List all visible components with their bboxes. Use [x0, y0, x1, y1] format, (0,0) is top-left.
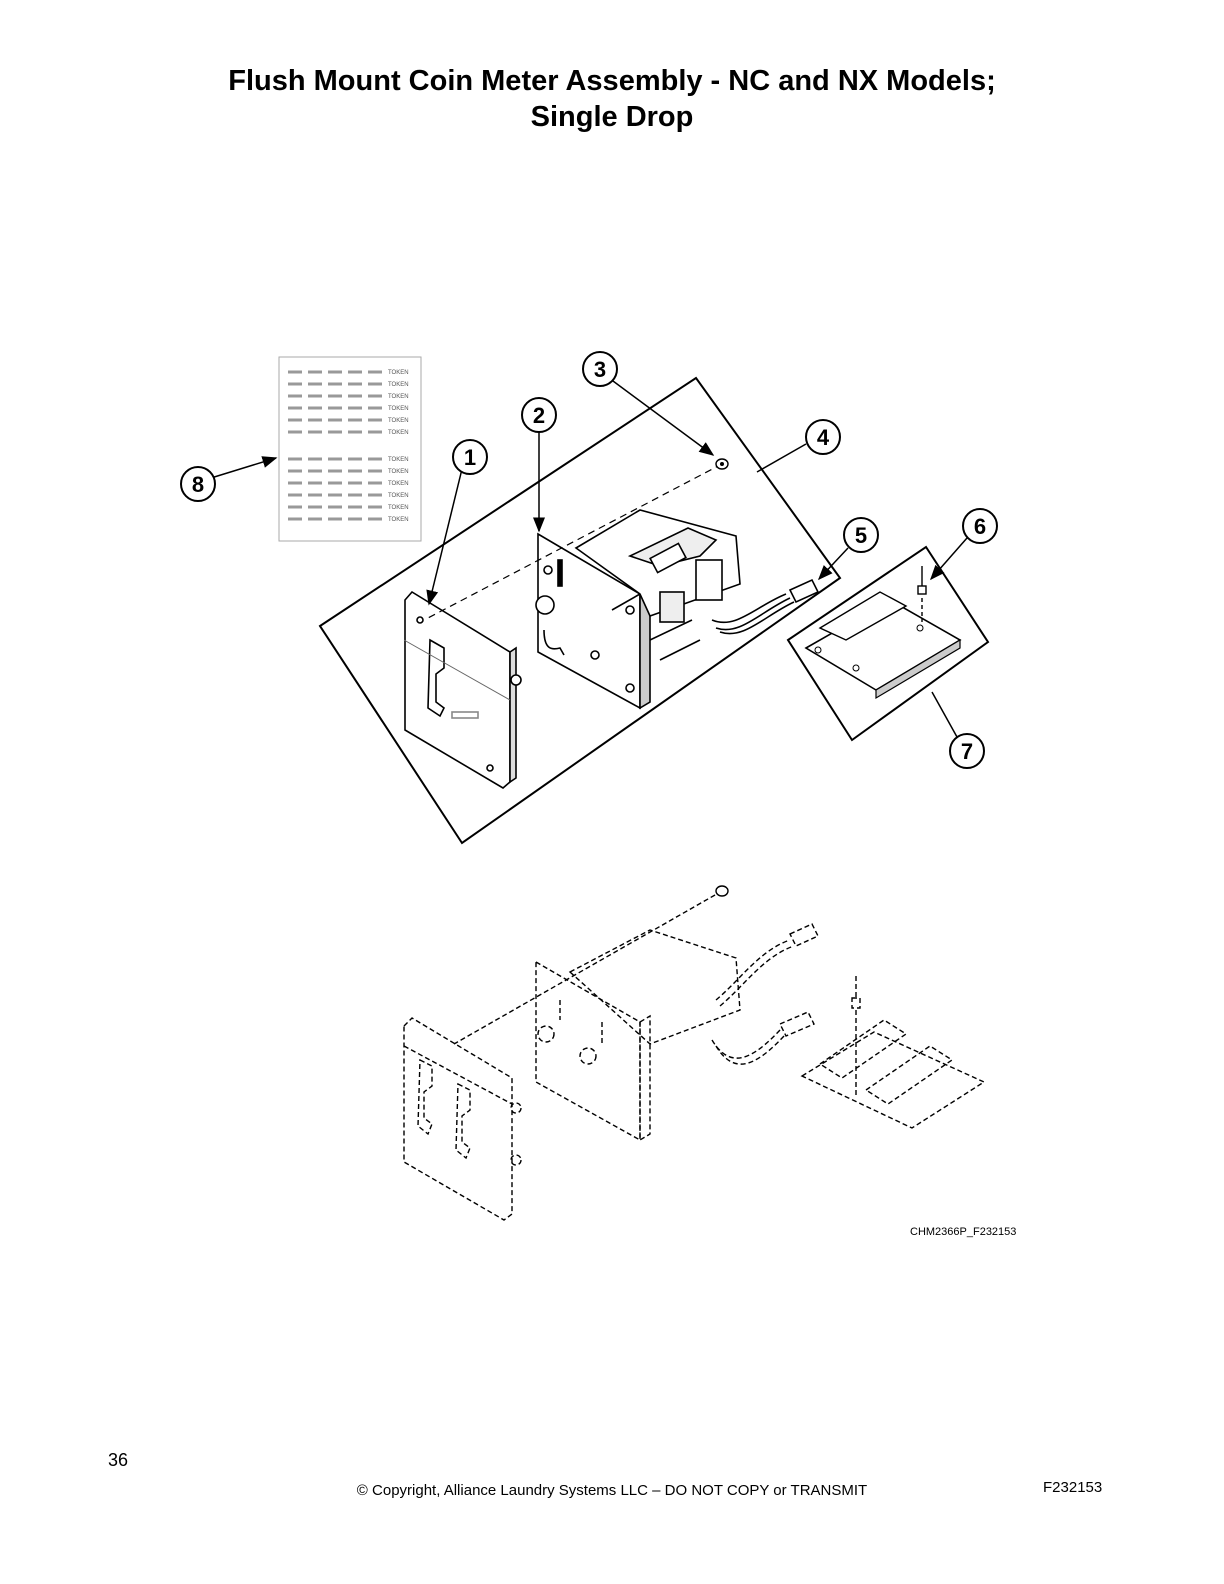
token-label: TOKEN	[388, 517, 409, 523]
token-label: TOKEN	[388, 394, 409, 400]
label-sheet: TOKEN TOKEN TOKEN TOKEN TOKEN TOKEN TOKEN TOKEN…	[278, 356, 422, 542]
callout-5: 5	[843, 517, 879, 553]
washer-alternate	[715, 885, 729, 897]
token-label: TOKEN	[388, 430, 409, 436]
callout-5-label: 5	[855, 523, 867, 548]
callout-7: 7	[949, 733, 985, 769]
token-label: TOKEN	[388, 493, 409, 499]
coin-meter-body	[535, 509, 741, 710]
bracket-frame	[786, 545, 990, 742]
token-label: TOKEN	[388, 457, 409, 463]
form-number: F232153	[1043, 1479, 1103, 1496]
callout-6: 6	[962, 508, 998, 544]
leader-lines	[210, 380, 968, 738]
token-label: TOKEN	[388, 370, 409, 376]
drawing-code: CHM2366P_F232153	[910, 1226, 1016, 1238]
page-number: 36	[108, 1450, 129, 1470]
alignment-lines	[427, 463, 723, 619]
callout-2-label: 2	[533, 403, 545, 428]
callout-4-label: 4	[817, 425, 830, 450]
copyright-notice: © Copyright, Alliance Laundry Systems LL…	[356, 1482, 868, 1499]
label-sheet-rows: TOKEN TOKEN TOKEN TOKEN TOKEN TOKEN TOKEN TOKEN…	[288, 370, 409, 523]
callout-2: 2	[521, 397, 557, 433]
callout-3: 3	[582, 351, 618, 387]
callout-3-label: 3	[594, 357, 606, 382]
washer	[715, 458, 729, 470]
alternate-assembly-view	[403, 890, 986, 1221]
callout-8: 8	[180, 466, 216, 502]
callout-8-label: 8	[192, 472, 204, 497]
wire-harness	[711, 578, 820, 635]
token-label: TOKEN	[388, 505, 409, 511]
token-label: TOKEN	[388, 481, 409, 487]
callout-1: 1	[452, 439, 488, 475]
token-label: TOKEN	[388, 382, 409, 388]
token-label: TOKEN	[388, 469, 409, 475]
callout-6-label: 6	[974, 514, 986, 539]
callout-1-label: 1	[464, 445, 476, 470]
page-title-line-2: Single Drop	[530, 101, 694, 133]
coin-meter-assembly-frame	[318, 376, 842, 845]
page-title-line-1: Flush Mount Coin Meter Assembly - NC and…	[228, 65, 996, 97]
callout-7-label: 7	[961, 739, 973, 764]
token-label: TOKEN	[388, 418, 409, 424]
callout-4: 4	[805, 419, 841, 455]
token-label: TOKEN	[388, 406, 409, 412]
screw	[917, 566, 927, 622]
mounting-plate	[403, 590, 522, 789]
